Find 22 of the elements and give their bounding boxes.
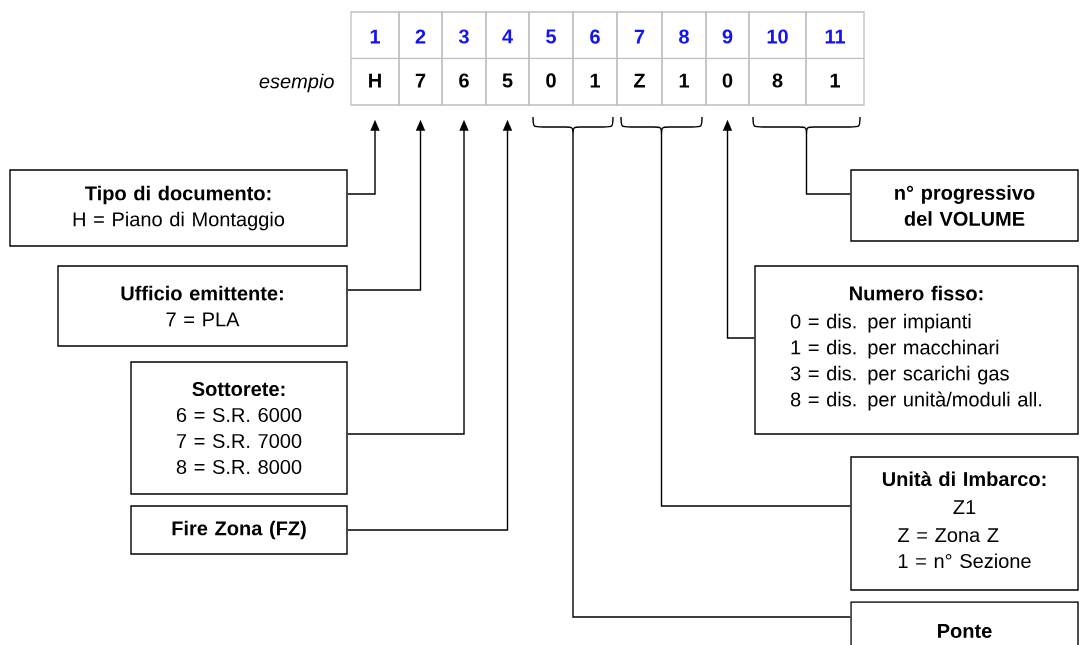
bracket-connector [532,116,851,618]
code-cell: 2 7 [398,11,443,106]
code-cell: 3 6 [441,11,487,106]
code-cell: 9 0 [705,11,750,106]
description-box: Ufficio emittente: 7 = PLA [57,265,348,347]
description-box: Tipo di documento: H = Piano di Montaggio [9,169,348,247]
description-box: Fire Zona (FZ) [130,505,348,555]
code-cell: 7 Z [616,11,663,106]
description-box: n° progressivo del VOLUME [850,169,1079,242]
code-cell: 10 8 [748,11,807,106]
description-box: Sottorete: 6 = S.R. 6000 7 = S.R. 7000 8 = S.R. 8000 [130,361,348,495]
description-box: Ponte [850,601,1079,645]
code-cell: 4 5 [485,11,530,106]
code-cell: 8 1 [661,11,707,106]
description-box: Unità di Imbarco: Z1 Z = Zona Z 1 = n° Sezione [850,456,1079,591]
code-cell: 6 1 [572,11,618,106]
code-cell: 5 0 [528,11,574,106]
code-cell: 1 H [350,11,400,106]
bracket-connector [752,116,861,195]
description-box: Numero fisso: 0 = dis. per impianti 1 = dis. per macchinari 3 = dis. per scarichi gas 8 = dis. per unità/moduli all. [754,265,1079,435]
bracket-connector [620,116,851,507]
code-cell: 11 1 [805,11,865,106]
